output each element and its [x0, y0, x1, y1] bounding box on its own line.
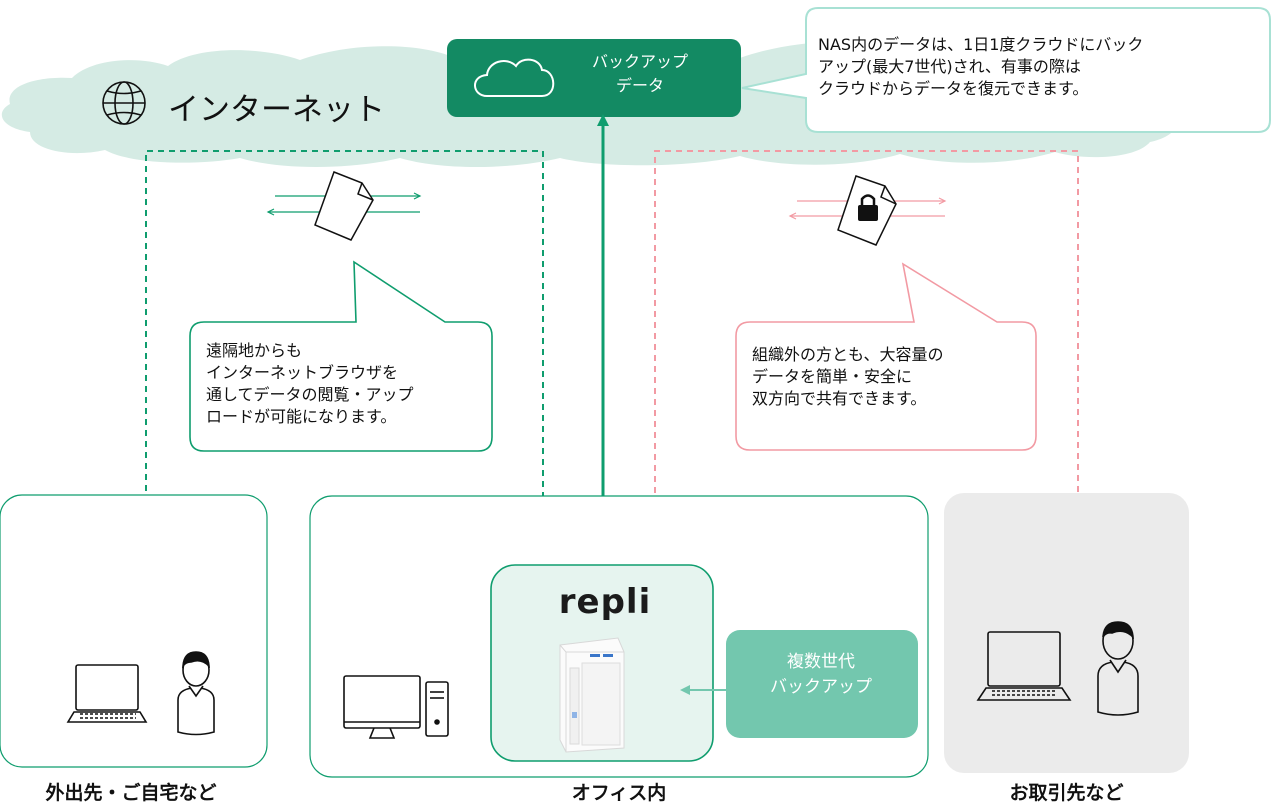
cloud-note-line: アップ(最大7世代)され、有事の際は: [818, 57, 1081, 76]
partner-zone-caption: お取引先など: [1009, 782, 1124, 804]
cloud-backup-title: バックアップ データ: [555, 50, 725, 98]
partner-laptop-icon: [976, 631, 1072, 701]
multi-generation-line: バックアップ: [770, 677, 872, 697]
document-icon: [266, 171, 422, 241]
globe-icon: [102, 81, 146, 125]
multi-generation-box: [726, 630, 918, 738]
remote-bubble-line: 遠隔地からも: [206, 341, 303, 360]
remote-person-icon: [177, 651, 215, 736]
desktop-computer-icon: [343, 675, 449, 739]
internet-label: インターネット: [168, 92, 385, 128]
remote-bubble-line: 通してデータの閲覧・アップ: [206, 385, 414, 404]
locked-document-icon: [788, 175, 947, 246]
cloud-backup-title-line: バックアップ: [591, 52, 688, 71]
remote-zone-box: [0, 494, 268, 768]
cloud-note-line: クラウドからデータを復元できます。: [818, 79, 1089, 98]
partner-zone-box: [944, 493, 1189, 773]
remote-bubble-line: ロードが可能になります。: [206, 407, 397, 426]
multi-generation-text: 複数世代 バックアップ: [726, 650, 916, 700]
partner-bubble-line: データを簡単・安全に: [752, 367, 913, 386]
multi-generation-line: 複数世代: [787, 652, 855, 672]
remote-bubble-text: 遠隔地からも インターネットブラウザを 通してデータの閲覧・アップ ロードが可能…: [206, 340, 414, 428]
cloud-note-line: NAS内のデータは、1日1度クラウドにバック: [818, 35, 1144, 54]
cloud-note-text: NAS内のデータは、1日1度クラウドにバック アップ(最大7世代)され、有事の際…: [818, 34, 1143, 100]
nas-device-icon: [559, 637, 625, 753]
remote-zone-caption: 外出先・ご自宅など: [45, 782, 217, 804]
cloud-backup-box: [447, 39, 741, 117]
backup-upload-line: [597, 114, 609, 565]
remote-info-bubble: [189, 260, 493, 452]
office-zone-caption: オフィス内: [571, 782, 667, 804]
cloud-icon: [474, 58, 555, 97]
cloud-note-bubble: [741, 7, 1271, 133]
remote-laptop-icon: [66, 664, 148, 723]
partner-info-bubble: [735, 262, 1037, 451]
remote-bubble-line: インターネットブラウザを: [206, 363, 399, 382]
partner-person-icon: [1097, 621, 1139, 716]
partner-bubble-text: 組織外の方とも、大容量の データを簡単・安全に 双方向で共有できます。: [752, 344, 944, 410]
cloud-backup-title-line: データ: [615, 76, 664, 95]
multi-generation-arrow: [680, 685, 726, 695]
partner-bubble-line: 双方向で共有できます。: [752, 389, 927, 408]
repli-logo: repli: [558, 582, 652, 622]
partner-bubble-line: 組織外の方とも、大容量の: [752, 345, 944, 364]
